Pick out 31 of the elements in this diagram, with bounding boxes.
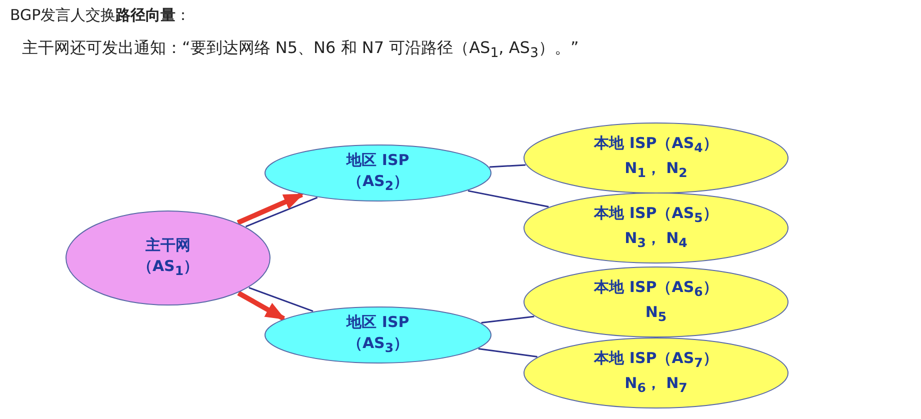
node-label: 本地 ISP（AS$_{4}$） — [594, 133, 718, 157]
connector-line — [489, 164, 526, 168]
connector-line — [468, 190, 549, 208]
ellipse-node — [523, 337, 789, 409]
node-label: 主干网 — [146, 235, 190, 256]
node-label: 地区 ISP — [346, 150, 410, 171]
heading: BGP发言人交换路径向量： — [10, 6, 191, 25]
ellipse-node — [65, 210, 271, 306]
connector-line — [245, 196, 318, 228]
ellipse-node — [264, 144, 492, 202]
node-label: N$_{5}$ — [645, 302, 667, 326]
note-text: 主干网还可发出通知：“要到达网络 N5、N6 和 N7 可沿路径（AS$_{1}$, AS$_{3}$）。” — [22, 38, 579, 62]
node-label: N$_{6}$， N$_{7}$ — [624, 373, 688, 397]
arrow — [236, 192, 304, 226]
node-label: 地区 ISP — [346, 312, 410, 333]
node-label: 本地 ISP（AS$_{7}$） — [594, 348, 718, 372]
node-label: N$_{3}$， N$_{4}$ — [624, 228, 688, 252]
connector-line — [248, 286, 314, 312]
connector-line — [478, 348, 538, 358]
node-label: （AS$_{2}$） — [347, 171, 409, 195]
ellipse-node — [523, 192, 789, 264]
node-label: （AS$_{1}$） — [137, 256, 199, 280]
ellipse-node — [523, 122, 789, 194]
node-label: （AS$_{3}$） — [347, 333, 409, 357]
arrow — [237, 290, 286, 321]
ellipse-node — [523, 266, 789, 338]
node-label: N$_{1}$， N$_{2}$ — [624, 158, 688, 182]
connector-line — [481, 316, 534, 324]
ellipse-node — [264, 306, 492, 364]
node-label: 本地 ISP（AS$_{5}$） — [594, 203, 718, 227]
node-label: 本地 ISP（AS$_{6}$） — [594, 277, 718, 301]
